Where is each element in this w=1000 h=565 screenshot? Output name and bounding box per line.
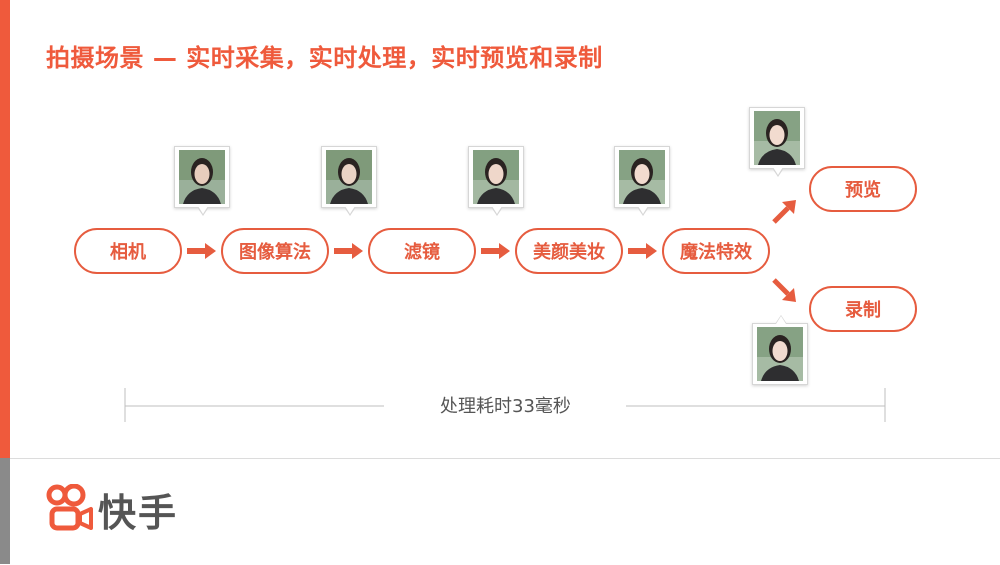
timing-bracket: [124, 388, 886, 422]
footer-side-bar: [0, 458, 10, 564]
node-image-algorithm: 图像算法: [221, 228, 329, 274]
slide-title: 拍摄场景 — 实时采集，实时处理，实时预览和录制: [46, 44, 603, 72]
accent-bar: [0, 0, 10, 458]
arrow-down-right-icon: [772, 278, 796, 302]
portrait-thumbnail: [468, 146, 524, 216]
node-filter: 滤镜: [368, 228, 476, 274]
node-magic-effects: 魔法特效: [662, 228, 770, 274]
portrait-thumbnail: [174, 146, 230, 216]
arrow-right-icon: [187, 243, 216, 259]
processing-time-caption: 处理耗时33毫秒: [440, 396, 571, 417]
arrow-right-icon: [334, 243, 363, 259]
kuaishou-logo-icon: [46, 484, 93, 531]
node-camera: 相机: [74, 228, 182, 274]
brand-name: 快手: [98, 491, 179, 535]
portrait-thumbnail: [614, 146, 670, 216]
footer: [10, 458, 1000, 565]
portrait-thumbnail: [752, 315, 808, 385]
arrow-up-right-icon: [772, 200, 796, 224]
arrow-right-icon: [628, 243, 657, 259]
portrait-thumbnail: [321, 146, 377, 216]
arrow-right-icon: [481, 243, 510, 259]
node-record: 录制: [809, 286, 917, 332]
node-beauty-makeup: 美颜美妆: [515, 228, 623, 274]
portrait-thumbnail: [749, 107, 805, 177]
node-preview: 预览: [809, 166, 917, 212]
